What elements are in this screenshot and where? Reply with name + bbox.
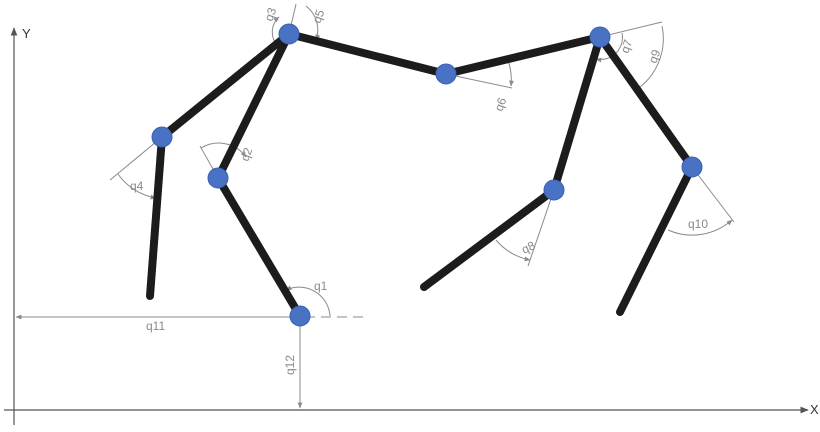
q9-arc — [635, 25, 664, 91]
q6-arc — [507, 59, 514, 87]
joint-hip — [278, 23, 300, 45]
q2-label: q2 — [238, 145, 256, 163]
q5-arc — [305, 5, 321, 41]
link-q8-to-end — [420, 186, 558, 291]
q7-label: q7 — [618, 37, 636, 55]
robot-joints — [151, 23, 703, 327]
q12-label: q12 — [283, 355, 297, 375]
q1-arc — [285, 285, 331, 317]
link-base-to-q2 — [214, 174, 304, 320]
joint-q2 — [207, 167, 229, 189]
link-q10-to-end — [616, 163, 696, 316]
q8-label: q8 — [519, 238, 537, 256]
q9-label: q9 — [646, 47, 664, 65]
link-q2-to-hip — [214, 30, 293, 182]
q7-reference-line — [599, 21, 663, 38]
link-hip-to-q6 — [285, 30, 450, 78]
joint-q8 — [543, 179, 565, 201]
robot-links — [146, 30, 696, 320]
joint-shoulder — [589, 26, 611, 48]
q11-label: q11 — [146, 319, 165, 333]
q6-label: q6 — [492, 95, 510, 113]
q8-reference-line — [527, 189, 555, 267]
q4-arc — [117, 173, 157, 200]
q10-reference-line — [691, 166, 735, 223]
angle-annotations: q1 q2 q3 q5 q4 q6 q7 q9 q8 q10 — [109, 3, 735, 317]
joint-q4 — [151, 126, 173, 148]
q6-reference-line — [445, 73, 513, 89]
link-hip-to-q4 — [158, 30, 293, 141]
q10-label: q10 — [688, 217, 708, 231]
q5-label: q5 — [310, 7, 328, 25]
q2-arc — [200, 142, 247, 158]
q8-arc — [495, 239, 531, 262]
link-q6-to-shoulder — [442, 33, 604, 78]
q3-label: q3 — [262, 5, 280, 23]
q4-reference-line — [109, 136, 163, 181]
q1-label: q1 — [314, 279, 328, 293]
link-shoulder-to-q10 — [596, 33, 696, 171]
q10-arc — [667, 219, 733, 236]
joint-q6 — [435, 63, 457, 85]
x-axis-label: X — [810, 402, 819, 417]
link-q4-to-foot — [146, 133, 166, 300]
y-axis-label: Y — [22, 26, 31, 41]
joint-base — [289, 305, 311, 327]
joint-q10 — [681, 156, 703, 178]
link-shoulder-to-q8 — [550, 33, 604, 194]
q4-label: q4 — [130, 179, 144, 193]
